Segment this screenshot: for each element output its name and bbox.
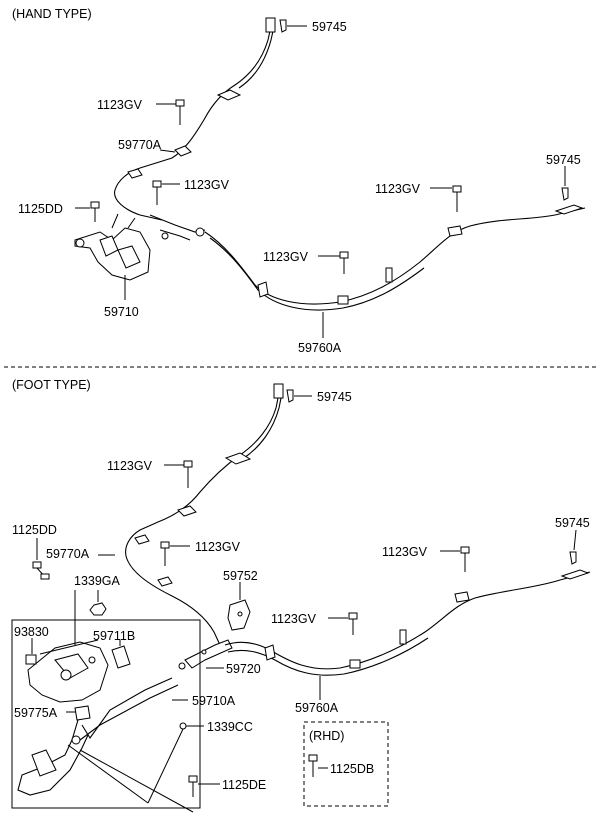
clip-59745-hand-b — [561, 187, 569, 201]
front-cable-hand — [114, 21, 273, 221]
label-1125db: 1125DB — [330, 762, 374, 776]
label-1123gv-foot-d: 1123GV — [271, 612, 317, 626]
bolt-1123gv-hand-d — [452, 185, 462, 212]
bolt-1125dd-foot — [32, 561, 50, 580]
label-59745-hand-a: 59745 — [312, 20, 347, 34]
label-1123gv-hand-a: 1123GV — [97, 98, 143, 112]
bolt-1123gv-hand-b — [152, 180, 162, 205]
nut-1339ga — [89, 602, 107, 616]
cable-end-fitting-foot — [273, 383, 284, 399]
rhd-title: (RHD) — [309, 729, 344, 743]
label-1125dd-hand: 1125DD — [18, 202, 63, 216]
bolt-1123gv-foot-a — [183, 460, 193, 488]
label-93830: 93830 — [14, 625, 49, 639]
label-59711b: 59711B — [93, 629, 135, 643]
pedal-assembly-box — [11, 619, 201, 809]
label-1339ga: 1339GA — [74, 574, 121, 588]
label-1123gv-hand-b: 1123GV — [184, 178, 230, 192]
label-1339cc: 1339CC — [207, 720, 253, 734]
bolt-1123gv-foot-c — [460, 546, 470, 572]
label-59760a-hand: 59760A — [298, 341, 342, 355]
label-59775a: 59775A — [14, 706, 58, 720]
clip-59745-foot-b — [569, 551, 577, 565]
label-59770a-foot: 59770A — [46, 547, 90, 561]
pin-59711b — [111, 645, 131, 669]
label-1123gv-hand-d: 1123GV — [375, 182, 421, 196]
pedal-arm — [17, 719, 89, 796]
label-1123gv-foot-b: 1123GV — [195, 540, 241, 554]
nut-1339cc — [179, 722, 187, 730]
label-59720: 59720 — [226, 662, 261, 676]
label-1123gv-hand-c: 1123GV — [263, 250, 309, 264]
label-59710-hand: 59710 — [104, 305, 139, 319]
label-59710a: 59710A — [192, 694, 236, 708]
rhd-box — [303, 721, 389, 807]
equalizer-59720 — [178, 639, 233, 670]
bracket-59752 — [227, 599, 251, 631]
bolt-1123gv-hand-c — [339, 251, 349, 274]
label-1125dd-foot: 1125DD — [12, 523, 57, 537]
parking-pedal-assembly — [25, 641, 109, 721]
parking-lever-assembly-hand — [74, 213, 151, 281]
label-59760a-foot: 59760A — [295, 701, 339, 715]
label-1123gv-foot-c: 1123GV — [382, 545, 428, 559]
bolt-1125de — [188, 775, 198, 797]
hand-type-title: (HAND TYPE) — [12, 7, 92, 21]
label-59745-foot-a: 59745 — [317, 390, 352, 404]
bolt-1123gv-foot-d — [348, 612, 358, 635]
label-1123gv-foot-a: 1123GV — [107, 459, 153, 473]
bolt-1123gv-foot-b — [160, 541, 170, 566]
bolt-1125dd-hand — [90, 201, 100, 222]
cable-end-fitting — [265, 17, 276, 33]
foot-type-title: (FOOT TYPE) — [12, 378, 91, 392]
label-59745-hand-b: 59745 — [546, 153, 581, 167]
clip-59745-hand-a — [279, 19, 287, 33]
front-cable-foot — [125, 387, 281, 646]
clip-59745-foot-a — [286, 389, 294, 403]
label-1125de: 1125DE — [222, 778, 266, 792]
label-59770a-hand: 59770A — [118, 138, 162, 152]
label-59752: 59752 — [223, 569, 258, 583]
label-59745-foot-b: 59745 — [555, 516, 590, 530]
bolt-1125db — [308, 754, 318, 777]
bolt-1123gv-hand-a — [175, 99, 185, 125]
